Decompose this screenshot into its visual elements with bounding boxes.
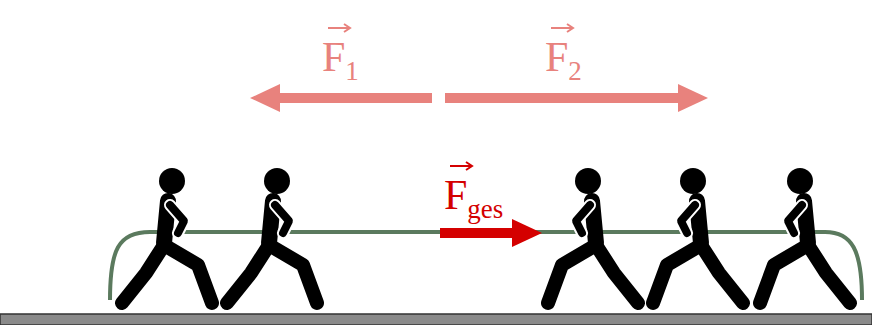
- vector-arrow: [551, 24, 573, 32]
- force-label: F2: [545, 22, 582, 85]
- person: [227, 168, 317, 303]
- force-arrow: [445, 84, 708, 112]
- vector-arrow: [450, 162, 472, 170]
- vector-arrow: [328, 24, 350, 32]
- person: [122, 168, 212, 303]
- force-label: Fges: [444, 160, 503, 223]
- ground: [0, 314, 872, 325]
- force-arrow: [250, 84, 432, 112]
- person: [760, 168, 850, 303]
- force-label: F1: [322, 22, 359, 85]
- resultant-force-arrow: [440, 219, 542, 247]
- person: [653, 168, 743, 303]
- rope: [110, 232, 862, 300]
- person: [548, 168, 638, 303]
